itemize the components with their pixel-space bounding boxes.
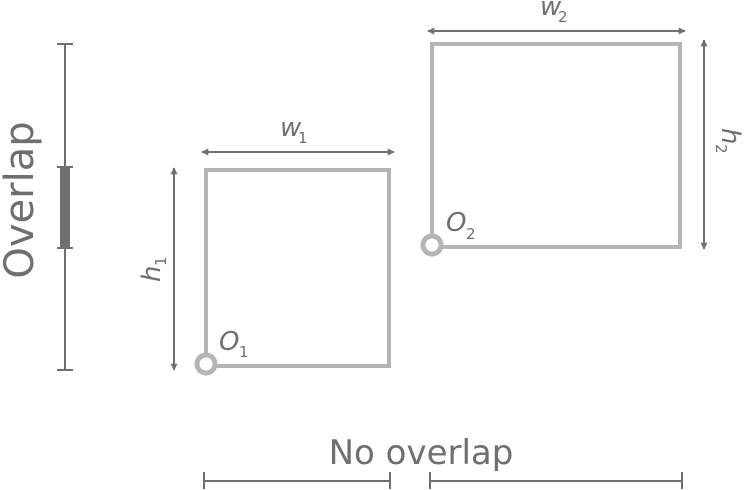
overlap-bar <box>60 167 70 248</box>
origin-2-marker <box>420 233 444 257</box>
origin-1-marker <box>194 352 218 376</box>
o1-subscript: 1 <box>239 343 249 361</box>
no-overlap-label: No overlap <box>329 433 514 473</box>
w1-subscript: 1 <box>298 129 308 147</box>
h2-subscript: 2 <box>712 144 730 154</box>
o2-label: O <box>446 208 466 238</box>
o1-label: O <box>219 327 239 357</box>
overlap-axis <box>57 43 73 371</box>
overlap-label: Overlap <box>0 121 43 278</box>
w2-label: w <box>540 0 562 22</box>
h1-label: h <box>137 266 167 282</box>
w2-subscript: 2 <box>558 8 568 26</box>
h2-label: h <box>715 128 745 144</box>
no-overlap-segment-2 <box>429 472 683 489</box>
h1-subscript: 1 <box>152 256 170 266</box>
rectangle-1 <box>204 168 391 368</box>
no-overlap-segment-1 <box>203 472 391 489</box>
w1-label: w <box>280 113 302 143</box>
o2-subscript: 2 <box>466 225 476 243</box>
rectangle-2 <box>430 42 682 249</box>
